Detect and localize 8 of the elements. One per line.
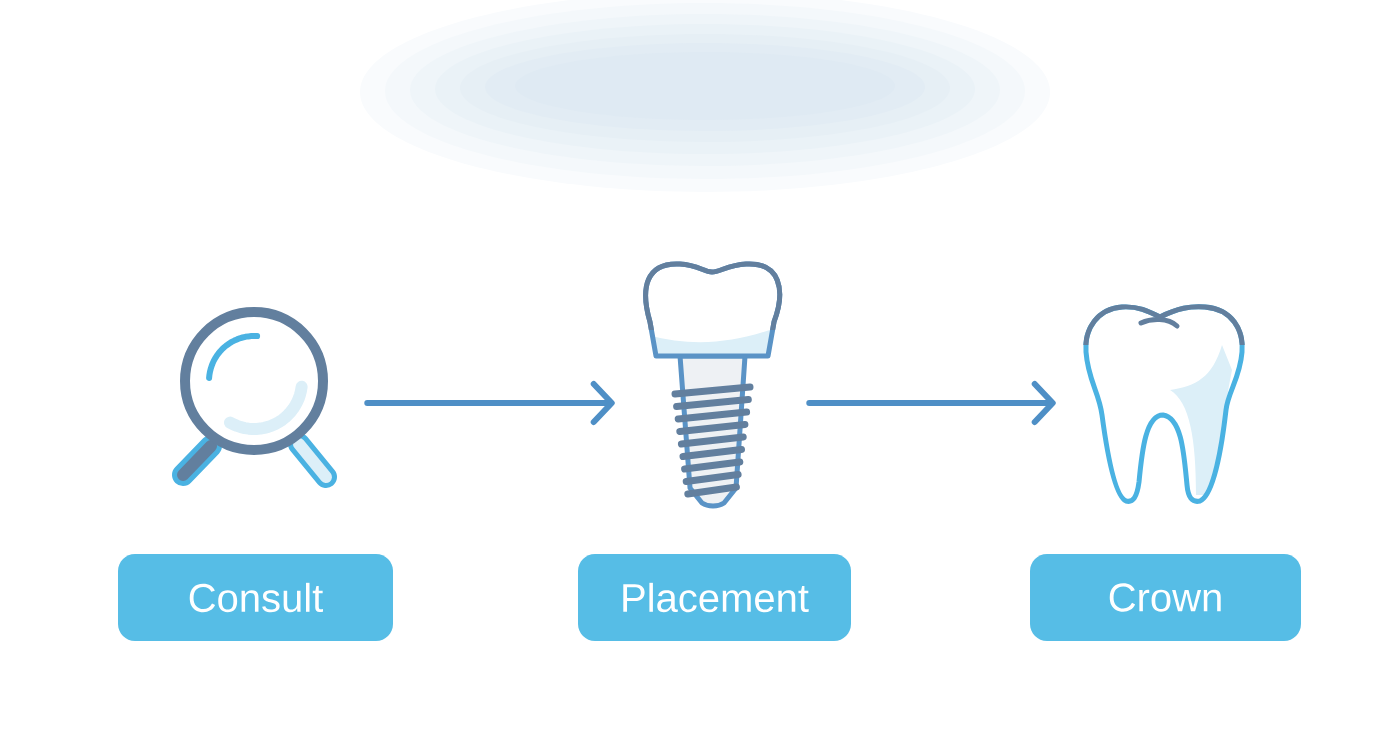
arrow <box>364 381 615 425</box>
step-label: Consult <box>118 554 393 641</box>
dental-implant <box>643 261 783 509</box>
step-label: Crown <box>1030 554 1301 641</box>
step-label: Placement <box>578 554 851 641</box>
tooth <box>1083 304 1245 504</box>
arrow <box>806 381 1056 425</box>
magnifying-glass <box>172 307 337 488</box>
